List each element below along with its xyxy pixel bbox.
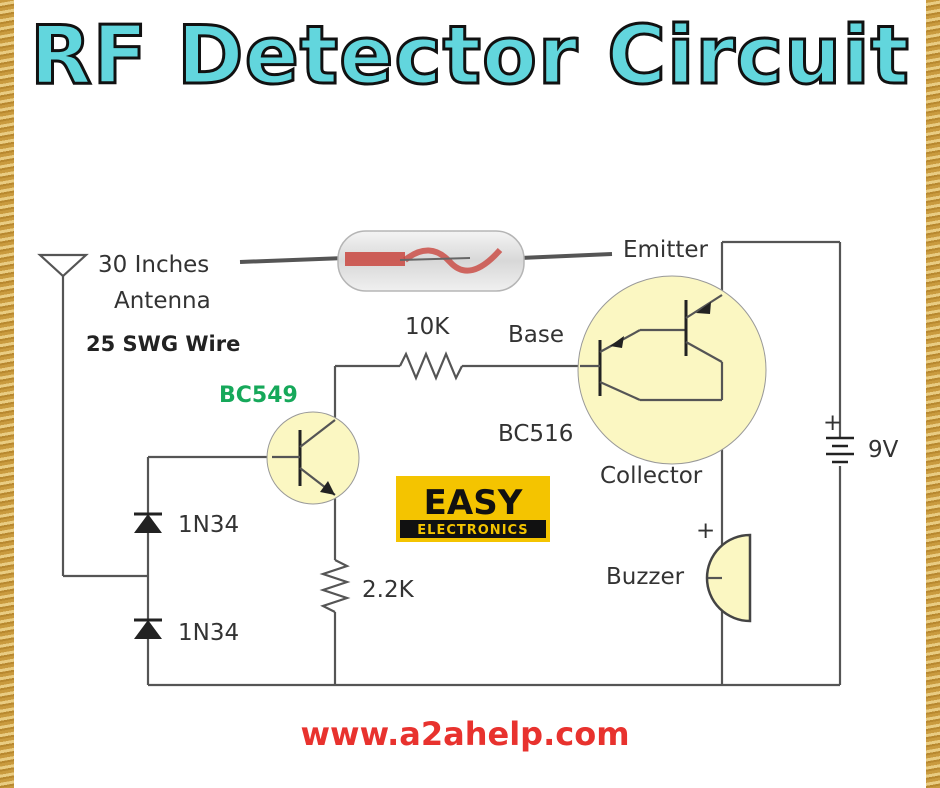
page-title: RF Detector Circuit [29,8,911,104]
diode-photo [239,230,613,292]
base-label: Base [508,322,564,348]
buzzer: + [696,518,752,623]
battery-9v: + [823,410,854,464]
logo-easy-text: EASY [424,483,523,523]
bc549-label: BC549 [219,383,298,408]
battery-label: 9V [868,437,899,463]
wire-spec-label: 25 SWG Wire [86,332,240,356]
resistor-10k [399,351,463,381]
diode-top-label: 1N34 [178,512,239,538]
easy-electronics-logo: EASY ELECTRONICS [396,476,550,542]
resistor-2-2k-label: 2.2K [362,577,415,603]
battery-plus-sign: + [823,410,842,436]
collector-label: Collector [600,463,703,489]
emitter-label: Emitter [623,237,709,263]
antenna-length-label: 30 Inches [98,252,209,278]
diode-1n34-bottom [134,618,162,639]
bc516-label: BC516 [498,421,573,447]
antenna-label: Antenna [114,288,211,314]
border-left [0,0,14,788]
resistor-2-2k [319,559,351,613]
border-right [926,0,940,788]
diode-1n34-top [134,512,162,533]
diagram-frame [14,0,926,788]
antenna-symbol [37,253,148,578]
website-link[interactable]: www.a2ahelp.com [300,715,629,753]
transistor-bc516 [577,275,767,465]
diode-bottom-label: 1N34 [178,620,239,646]
resistor-10k-label: 10K [405,314,450,340]
logo-electronics-text: ELECTRONICS [417,523,528,538]
buzzer-plus-sign: + [696,518,715,544]
transistor-bc549 [266,411,360,505]
buzzer-label: Buzzer [606,564,685,590]
